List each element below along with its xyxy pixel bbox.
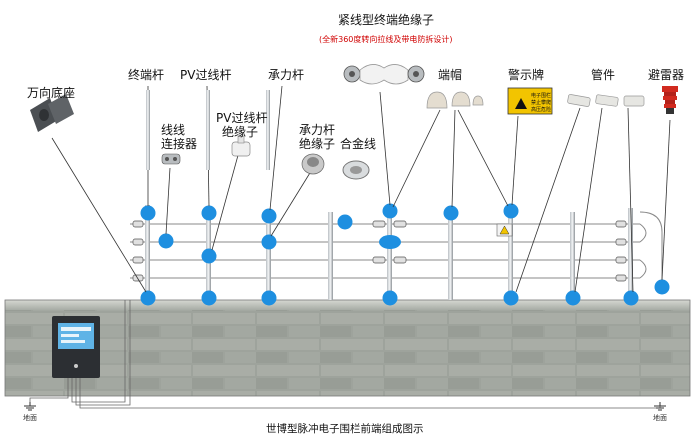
label-universal-base: 万向底座: [27, 85, 75, 100]
fence-poles: [145, 205, 633, 300]
terminal-insulators: [132, 220, 627, 282]
marker-terminal-base: [140, 290, 156, 306]
label-terminal-pole: 终端杆: [128, 67, 164, 82]
end-cap-illustration: [426, 91, 484, 109]
fence-warning-sign: [496, 223, 513, 237]
marker-bearing-pole: [261, 208, 277, 224]
label-wire-connector-1: 线线: [161, 123, 185, 137]
top-subtitle: (全新360度转向拉线及带电防拆设计): [319, 34, 453, 44]
ground-label-right: 地面: [653, 413, 667, 422]
pv-insulator-illustration: [231, 135, 251, 157]
ground-label-left: 地面: [23, 413, 37, 422]
warning-sign-line-2: 禁止攀爬: [531, 99, 551, 106]
warning-sign-line-3: 高压危险: [531, 106, 551, 113]
markers: [140, 203, 670, 306]
marker-connector: [158, 233, 174, 249]
marker-bearing-base: [261, 290, 277, 306]
leader-lines: [51, 85, 671, 293]
diagram-caption: 世博型脉冲电子围栏前端组成图示: [266, 422, 424, 435]
marker-alloy-wire: [337, 214, 353, 230]
marker-tension-center: [379, 235, 401, 249]
marker-pv-insulator: [201, 248, 217, 264]
label-pv-insulator-2: 绝缘子: [222, 124, 258, 139]
marker-pipe-base: [565, 290, 581, 306]
ground-symbol-left: [24, 402, 36, 411]
marker-arrester: [654, 279, 670, 295]
marker-pv-pole: [201, 205, 217, 221]
pipe-fitting-illustration: [567, 94, 645, 107]
controller-box: [52, 316, 100, 378]
label-arrester: 避雷器: [648, 68, 684, 82]
label-end-cap: 端帽: [438, 67, 462, 82]
label-pv-insulator-1: PV过线杆: [216, 111, 267, 125]
marker-bearing-insulator: [261, 234, 277, 250]
marker-end-base: [623, 290, 639, 306]
arrester-illustration: [662, 86, 678, 114]
marker-terminal-top: [140, 205, 156, 221]
marker-pv-base: [201, 290, 217, 306]
top-title: 紧线型终端绝缘子: [338, 12, 434, 27]
ground-symbol-right: [654, 402, 666, 411]
pv-pole-illustration: [206, 90, 210, 170]
label-pipe-fitting: 管件: [591, 67, 615, 82]
universal-base-illustration: [30, 94, 74, 132]
bearing-insulator-illustration: [301, 153, 325, 175]
fence-return-loops: [639, 211, 663, 290]
terminal-pole-illustration: [146, 90, 150, 170]
tension-insulator-illustration: [343, 64, 425, 85]
label-alloy-wire: 合金线: [340, 136, 376, 151]
marker-end-cap: [443, 205, 459, 221]
wire-connector-illustration: [161, 153, 181, 165]
warning-sign-line-1: 电子围栏: [531, 92, 551, 99]
marker-end-cap-2: [503, 203, 519, 219]
label-bearing-insulator-2: 绝缘子: [299, 136, 335, 151]
bearing-pole-illustration: [266, 90, 270, 170]
marker-tension-base: [382, 290, 398, 306]
label-bearing-pole: 承力杆: [268, 68, 304, 82]
label-warning-sign: 警示牌: [508, 67, 544, 82]
wall: [4, 299, 691, 397]
label-bearing-insulator-1: 承力杆: [299, 123, 335, 137]
alloy-wire-illustration: [342, 160, 370, 180]
label-pv-pole: PV过线杆: [180, 68, 231, 82]
label-wire-connector-2: 连接器: [161, 136, 197, 151]
marker-tension-insulator: [382, 203, 398, 219]
warning-sign-illustration: 电子围栏 禁止攀爬 高压危险: [507, 87, 553, 115]
marker-warning-base: [503, 290, 519, 306]
